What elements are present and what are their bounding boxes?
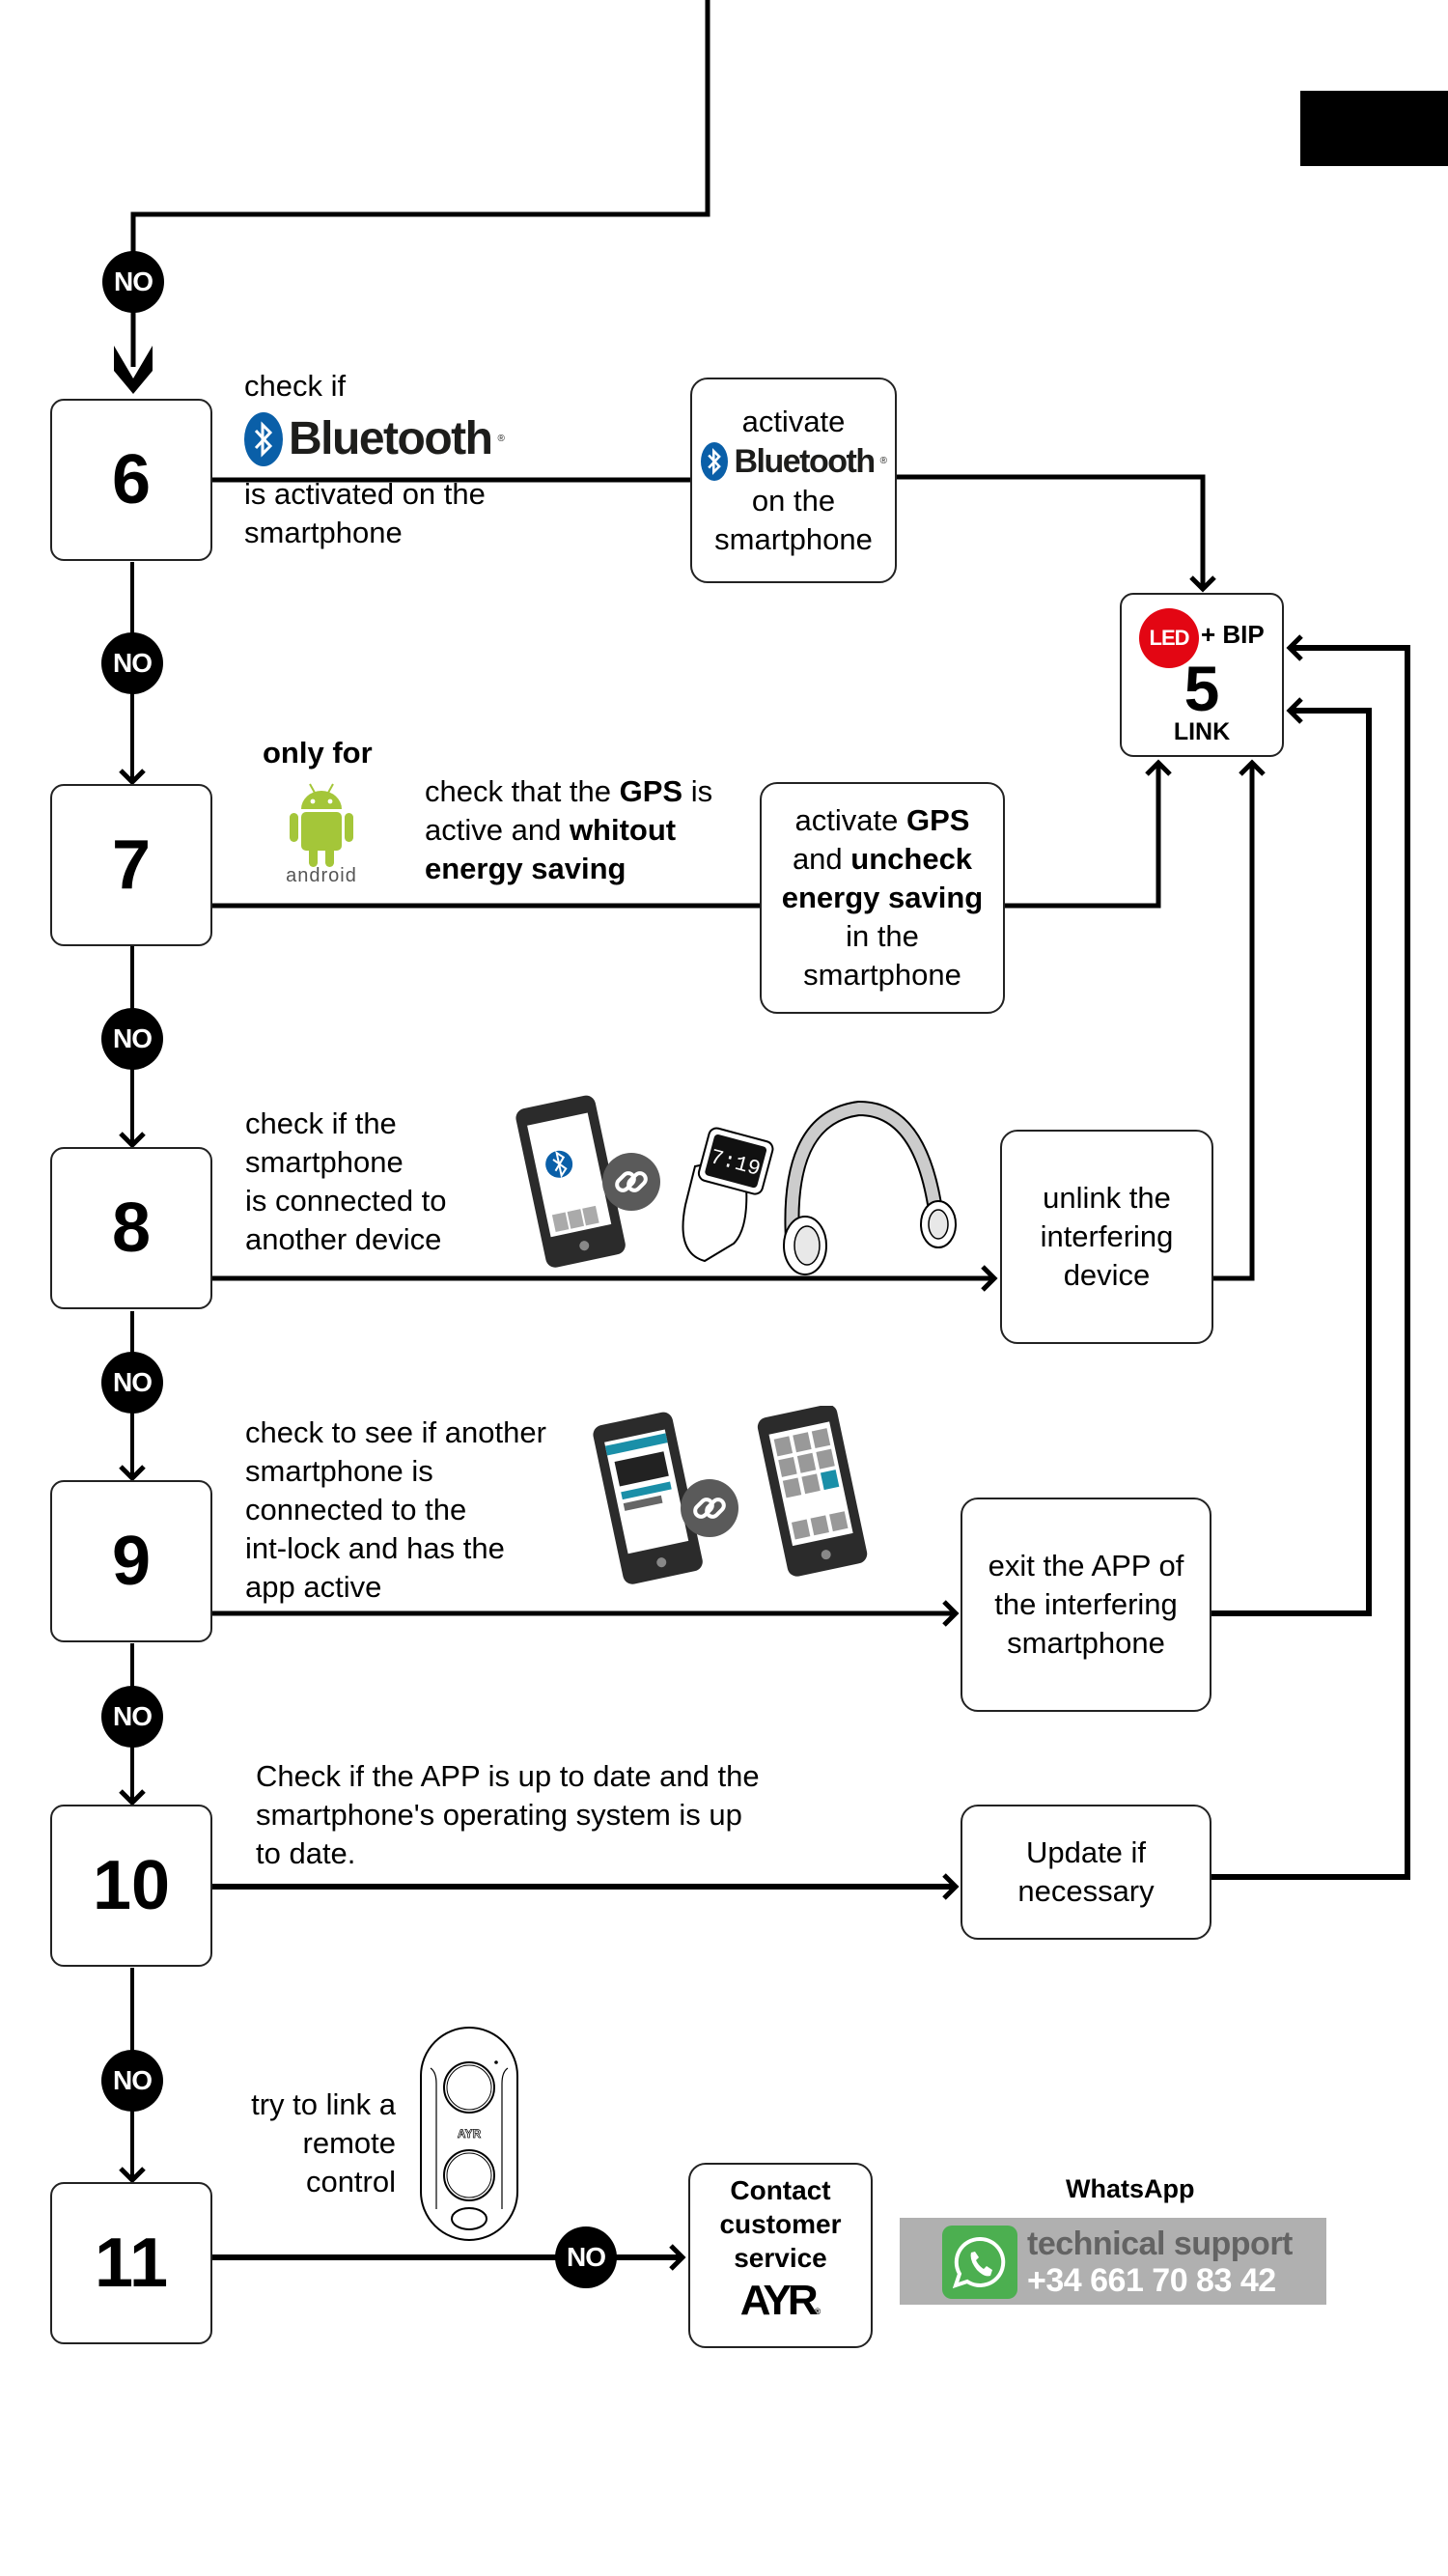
step-10-box: 10	[50, 1805, 212, 1967]
step-number: 8	[111, 1190, 152, 1267]
step-number: 10	[92, 1847, 171, 1924]
arrow-head	[942, 1873, 960, 1900]
arrow-head	[119, 1789, 146, 1806]
arrow-head	[119, 769, 146, 786]
smartphone-bluetooth-icon	[515, 1095, 626, 1268]
no-badge: NO	[555, 2226, 617, 2288]
arrow-head	[669, 2244, 686, 2271]
bip-label: + BIP	[1201, 620, 1265, 649]
arrow-head	[1286, 634, 1303, 661]
headphones-icon	[783, 1100, 957, 1275]
contact-customer-service-box[interactable]: Contact customer service AYR®	[688, 2163, 873, 2348]
svg-text:AYR: AYR	[458, 2127, 482, 2141]
ayr-logo: AYR®	[739, 2277, 821, 2324]
step-9-action-box: exit the APP of the interfering smartpho…	[961, 1498, 1211, 1712]
bluetooth-logo: Bluetooth®	[701, 441, 887, 482]
no-badge: NO	[102, 251, 164, 313]
whatsapp-icon	[942, 2226, 1017, 2299]
no-badge: NO	[101, 1686, 163, 1748]
step-10-action-box: Update if necessary	[961, 1805, 1211, 1940]
step-5-link-box: LED + BIP 5 LINK	[1120, 593, 1284, 757]
only-for-label: only for	[263, 736, 373, 770]
step-number: 7	[111, 826, 152, 904]
android-wordmark: android	[286, 865, 357, 886]
no-badge: NO	[101, 1008, 163, 1070]
step-11-description: try to link a remote control	[251, 2087, 396, 2198]
step-8-description: check if the smartphone is connected to …	[245, 1106, 447, 1256]
link-chain-icon	[681, 1479, 738, 1537]
arrow-head	[1189, 575, 1216, 593]
step-6-description: check if Bluetooth® is activated on the …	[244, 369, 505, 549]
android-robot-icon	[290, 783, 353, 867]
led-indicator: LED	[1139, 608, 1199, 668]
step-9-box: 9	[50, 1480, 212, 1642]
link-label: LINK	[1173, 718, 1231, 745]
step-number: 11	[94, 2225, 169, 2302]
connector-to-link	[1211, 708, 1372, 1616]
remote-control-icon: AYR	[420, 2027, 518, 2241]
page-tab-marker	[1300, 91, 1448, 166]
bluetooth-icon	[244, 412, 283, 466]
smartphone-apps-icon	[757, 1406, 868, 1577]
support-phone: +34 661 70 83 42	[1027, 2262, 1276, 2299]
connector-to-link	[1213, 763, 1255, 1281]
whatsapp-title: WhatsApp	[1066, 2174, 1195, 2203]
bluetooth-logo: Bluetooth®	[244, 411, 505, 467]
step-7-action-box: activate GPS and uncheck energy saving i…	[760, 782, 1005, 1014]
arrow-head	[981, 1265, 998, 1292]
smartphone-connected-icon	[593, 1412, 703, 1584]
arrow-head	[1145, 759, 1172, 776]
arrow-head	[114, 346, 153, 394]
step-6-box: 6	[50, 399, 212, 561]
no-badge: NO	[101, 2050, 163, 2112]
arrow-head	[1239, 759, 1266, 776]
link-chain-icon	[602, 1153, 660, 1211]
connector-to-link	[1005, 763, 1161, 909]
step-10-description: Check if the APP is up to date and the s…	[256, 1759, 760, 1870]
bluetooth-icon	[701, 441, 729, 481]
arrow-head	[119, 1132, 146, 1149]
step-11-box: 11	[50, 2182, 212, 2344]
step-6-action-box: activate Bluetooth® on the smartphone	[690, 378, 897, 583]
connector-to-link	[1211, 645, 1410, 1880]
devices-illustration: 7:19	[515, 1095, 957, 1275]
arrow-head	[119, 2167, 146, 2184]
whatsapp-support-banner[interactable]: technical support +34 661 70 83 42	[900, 2218, 1326, 2305]
step-number: 9	[111, 1523, 152, 1600]
connector-to-step-6	[130, 0, 710, 367]
arrow-head	[119, 1465, 146, 1482]
no-badge: NO	[101, 1352, 163, 1414]
android-logo: android	[268, 780, 375, 886]
step-number: 5	[1183, 653, 1220, 724]
step-7-box: 7	[50, 784, 212, 946]
support-label: technical support	[1027, 2226, 1293, 2262]
smartphones-illustration	[593, 1406, 868, 1584]
connector-to-link	[897, 474, 1206, 589]
arrow-head	[1286, 697, 1303, 724]
arrow-head	[942, 1600, 960, 1627]
step-9-description: check to see if another smartphone is co…	[245, 1415, 546, 1604]
step-number: 6	[111, 441, 152, 518]
step-7-description: check that the GPS is active and whitout…	[425, 774, 713, 885]
no-badge: NO	[101, 632, 163, 694]
step-8-action-box: unlink the interfering device	[1000, 1130, 1213, 1344]
smartwatch-icon: 7:19	[682, 1127, 774, 1263]
step-8-box: 8	[50, 1147, 212, 1309]
